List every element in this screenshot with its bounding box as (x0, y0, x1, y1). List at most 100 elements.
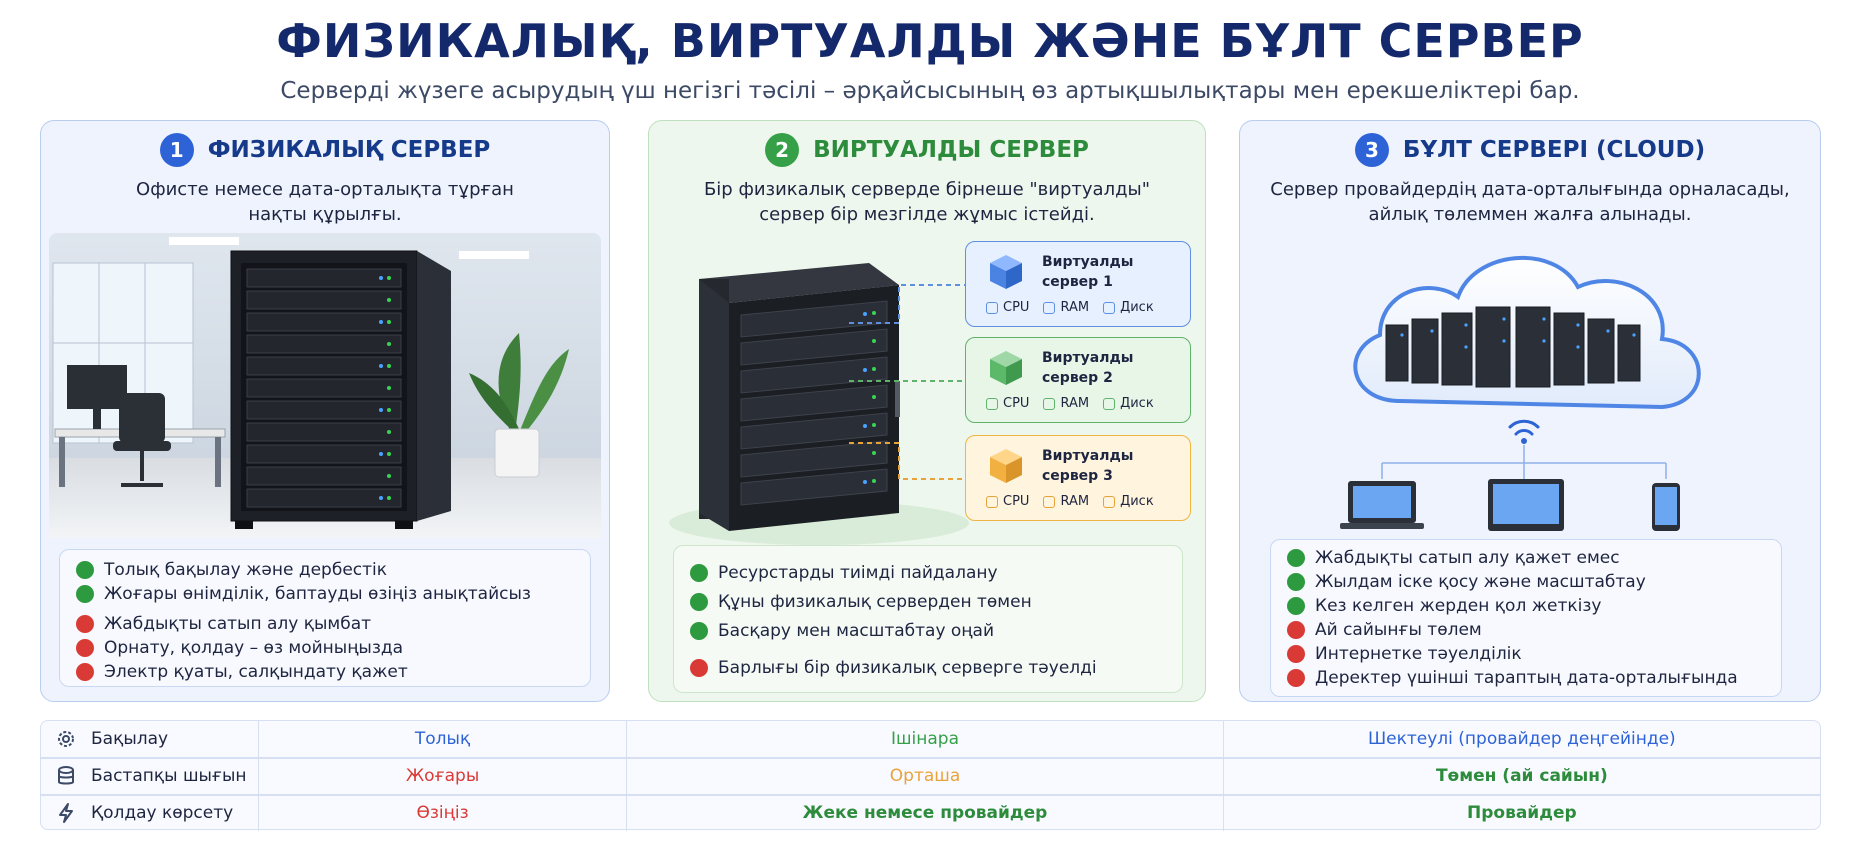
row-label-text: Бастапқы шығын (91, 766, 247, 786)
check-icon (1287, 573, 1305, 591)
vm-name-line: Виртуалды (1042, 254, 1134, 270)
feature-con: Ай сайынғы төлем (1287, 618, 1765, 642)
desc-line: Сервер провайдердің дата-орталығында орн… (1270, 179, 1790, 200)
cpu-icon (986, 397, 998, 410)
check-icon (690, 621, 708, 640)
panel-header: 2 ВИРТУАЛДЫ СЕРВЕР (649, 133, 1205, 167)
page-subtitle: Серверді жүзеге асырудың үш негізгі тәсі… (280, 78, 1580, 104)
feature-list: Жабдықты сатып алу қажет емес Жылдам іск… (1270, 539, 1782, 697)
cross-icon (76, 615, 94, 633)
panel-virtual-server: 2 ВИРТУАЛДЫ СЕРВЕР Бір физикалық серверд… (648, 120, 1206, 702)
feature-text: Жабдықты сатып алу қажет емес (1315, 548, 1620, 568)
feature-pro: Кез келген жерден қол жеткізу (1287, 594, 1765, 618)
row-label: Бақылау (41, 721, 259, 757)
virtual-server-name: Виртуалды сервер 3 (1042, 446, 1133, 486)
panel-physical-server: 1 ФИЗИКАЛЫҚ СЕРВЕР Офисте немесе дата-ор… (40, 120, 610, 702)
panel-header: 1 ФИЗИКАЛЫҚ СЕРВЕР (41, 133, 609, 167)
row-label: Бастапқы шығын (41, 758, 259, 794)
vm-specs: CPU RAM Диск (986, 396, 1154, 411)
check-icon (690, 563, 708, 582)
panel-description: Офисте немесе дата-орталықта тұрған нақт… (61, 177, 589, 227)
feature-text: Ресурстарды тиімді пайдалану (718, 562, 998, 583)
desc-line: Бір физикалық серверде бірнеше "виртуалд… (703, 179, 1151, 200)
comparison-table: Бақылау Толық Ішінара Шектеулі (провайде… (40, 720, 1821, 831)
disk-icon (1103, 495, 1116, 508)
panel-title: БҰЛТ СЕРВЕРІ (CLOUD) (1402, 137, 1706, 163)
cloud-datacenter-illustration (1340, 255, 1701, 531)
feature-con: Барлығы бір физикалық серверге тәуелді (690, 653, 1166, 682)
feature-text: Құны физикалық серверден төмен (718, 591, 1032, 612)
feature-pro: Жабдықты сатып алу қажет емес (1287, 546, 1765, 570)
vm-name-line: сервер 1 (1042, 274, 1113, 290)
disk-spec: Диск (1103, 396, 1154, 411)
step-number-badge: 3 (1354, 133, 1389, 167)
feature-list: Толық бақылау және дербестік Жоғары өнім… (59, 549, 591, 687)
disk-icon (1103, 397, 1116, 410)
row-label-text: Қолдау көрсету (91, 803, 234, 823)
check-icon (1287, 597, 1305, 615)
cross-icon (690, 658, 708, 677)
lightning-icon (59, 803, 73, 823)
feature-text: Деректер үшінші тараптың дата-орталығынд… (1315, 668, 1738, 688)
cross-icon (1287, 645, 1305, 663)
feature-con: Деректер үшінші тараптың дата-орталығынд… (1287, 666, 1765, 690)
physical-value: Жоғары (259, 758, 628, 794)
vm-name-line: сервер 2 (1042, 370, 1113, 386)
ram-spec: RAM (1043, 396, 1089, 411)
cloud-value: Төмен (ай сайын) (1435, 766, 1608, 786)
cube-icon (990, 255, 1022, 289)
table-row: Бастапқы шығын Жоғары Орташа Төмен (ай с… (41, 758, 1820, 794)
feature-pro: Жоғары өнімділік, баптауды өзіңіз анықта… (76, 582, 574, 606)
panel-title: ФИЗИКАЛЫҚ СЕРВЕР (207, 137, 491, 163)
desc-line: Офисте немесе дата-орталықта тұрған (136, 179, 514, 200)
feature-con: Интернетке тәуелділік (1287, 642, 1765, 666)
cross-icon (1287, 621, 1305, 639)
feature-pro: Құны физикалық серверден төмен (690, 587, 1166, 616)
disk-spec: Диск (1103, 494, 1154, 509)
panel-header: 3 БҰЛТ СЕРВЕРІ (CLOUD) (1240, 133, 1820, 167)
server-rack-illustration (669, 263, 969, 545)
gear-icon (58, 731, 74, 747)
feature-text: Толық бақылау және дербестік (104, 560, 388, 580)
check-icon (1287, 549, 1305, 567)
cpu-icon (986, 495, 998, 508)
ram-icon (1043, 495, 1056, 508)
cpu-spec: CPU (986, 300, 1029, 315)
virtual-server-2-card: Виртуалды сервер 2 CPU RAM Диск (965, 337, 1191, 423)
physical-value: Толық (259, 721, 628, 757)
check-icon (76, 585, 94, 603)
cpu-spec: CPU (986, 494, 1029, 509)
disk-icon (1103, 301, 1116, 314)
cross-icon (1287, 669, 1305, 687)
vm-name-line: Виртуалды (1042, 448, 1134, 464)
disk-spec: Диск (1103, 300, 1154, 315)
feature-pro: Толық бақылау және дербестік (76, 558, 574, 582)
feature-text: Барлығы бір физикалық серверге тәуелді (718, 657, 1097, 678)
cube-icon (990, 351, 1022, 385)
feature-text: Басқару мен масштабтау оңай (718, 620, 995, 641)
row-label: Қолдау көрсету (41, 795, 259, 831)
feature-text: Ай сайынғы төлем (1315, 620, 1482, 640)
virtual-server-name: Виртуалды сервер 1 (1042, 252, 1133, 292)
panel-description: Бір физикалық серверде бірнеше "виртуалд… (669, 177, 1185, 227)
virtual-server-3-card: Виртуалды сервер 3 CPU RAM Диск (965, 435, 1191, 521)
virtual-value: Ішінара (627, 721, 1224, 757)
feature-text: Орнату, қолдау – өз мойныңызда (104, 638, 404, 658)
vm-specs: CPU RAM Диск (986, 300, 1154, 315)
feature-con: Орнату, қолдау – өз мойныңызда (76, 636, 574, 660)
ram-icon (1043, 301, 1056, 314)
feature-text: Кез келген жерден қол жеткізу (1315, 596, 1602, 616)
desc-line: айлық төлеммен жалға алынады. (1368, 204, 1692, 225)
panel-cloud-server: 3 БҰЛТ СЕРВЕРІ (CLOUD) Сервер провайдерд… (1239, 120, 1821, 702)
office-server-rack-illustration (49, 233, 601, 538)
cross-icon (76, 663, 94, 681)
cpu-icon (986, 301, 998, 314)
step-number-badge: 1 (159, 133, 194, 167)
virtual-server-name: Виртуалды сервер 2 (1042, 348, 1133, 388)
feature-text: Электр қуаты, салқындату қажет (104, 662, 408, 682)
feature-text: Жылдам іске қосу және масштабтау (1315, 572, 1646, 592)
vm-specs: CPU RAM Диск (986, 494, 1154, 509)
step-number-badge: 2 (765, 133, 800, 167)
cloud-value: Шектеулі (провайдер деңгейінде) (1367, 729, 1676, 749)
desc-line: сервер бір мезгілде жұмыс істейді. (759, 204, 1095, 225)
